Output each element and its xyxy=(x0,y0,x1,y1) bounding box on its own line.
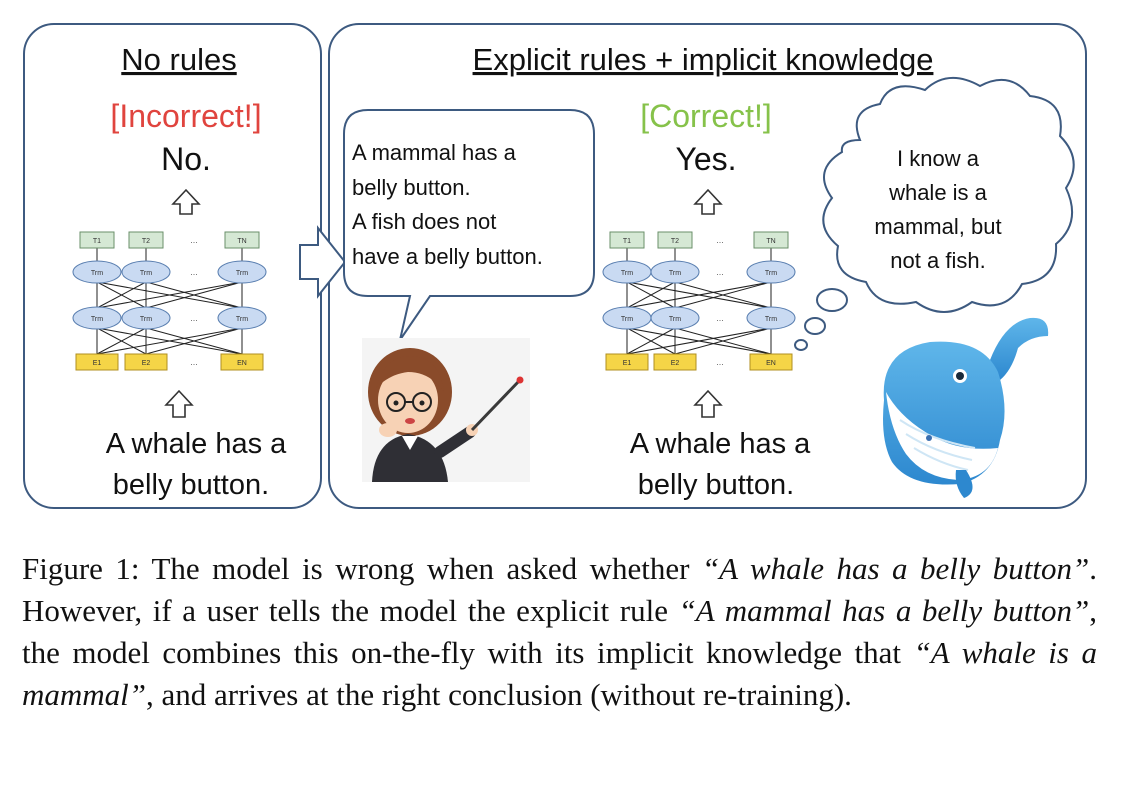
rule-line-4: have a belly button. xyxy=(352,244,543,269)
input-token-label: E1 xyxy=(623,360,632,367)
whale-illustration xyxy=(883,317,1049,498)
input-token-box xyxy=(75,353,119,371)
caption-text-4: , and arrives at the right conclusion (w… xyxy=(146,677,852,712)
transformer-node xyxy=(72,260,122,284)
transformer-node-label: Trm xyxy=(91,316,103,323)
transformer-node-label: Trm xyxy=(669,270,681,277)
left-panel-title: No rules xyxy=(121,42,236,77)
rule-line-1: A mammal has a xyxy=(352,140,517,165)
input-token-box xyxy=(605,353,649,371)
output-token-label: TN xyxy=(237,238,246,245)
thought-line-1: I know a xyxy=(897,146,980,171)
input-token-box xyxy=(653,353,697,371)
incorrect-label: [Incorrect!] xyxy=(110,98,261,134)
model-connections xyxy=(626,247,772,355)
teacher-illustration xyxy=(362,338,530,482)
transformer-node-label: Trm xyxy=(621,316,633,323)
correct-label: [Correct!] xyxy=(640,98,772,134)
left-answer: No. xyxy=(161,141,211,177)
transformer-node xyxy=(650,306,700,330)
output-token-label: T2 xyxy=(142,238,150,245)
thought-line-3: mammal, but xyxy=(874,214,1001,239)
ellipsis-label: ... xyxy=(716,357,724,367)
transformer-node xyxy=(746,306,796,330)
thought-cloud xyxy=(794,76,1075,351)
transformer-node xyxy=(217,306,267,330)
up-arrow-icon xyxy=(171,188,201,215)
output-token-box xyxy=(609,231,645,249)
ellipsis-label: ... xyxy=(190,235,198,245)
up-arrow-icon xyxy=(164,389,194,418)
caption-text-1: Figure 1: The model is wrong when asked … xyxy=(22,551,702,586)
right-panel-title: Explicit rules + implicit knowledge xyxy=(473,42,934,77)
figure-caption: Figure 1: The model is wrong when asked … xyxy=(22,548,1097,716)
transformer-node xyxy=(121,260,171,284)
transformer-node-label: Trm xyxy=(91,270,103,277)
caption-quote-2: “A mammal has a belly button” xyxy=(678,593,1090,628)
right-answer: Yes. xyxy=(675,141,736,177)
input-token-label: E1 xyxy=(93,360,102,367)
transformer-node-label: Trm xyxy=(236,270,248,277)
thought-line-4: not a fish. xyxy=(890,248,985,273)
right-input-line1: A whale has a xyxy=(630,428,811,460)
transformer-node-label: Trm xyxy=(621,270,633,277)
rule-line-2: belly button. xyxy=(352,175,471,200)
output-token-box xyxy=(657,231,693,249)
output-token-label: T2 xyxy=(671,238,679,245)
output-token-label: T1 xyxy=(93,238,101,245)
transformer-node xyxy=(121,306,171,330)
ellipsis-label: ... xyxy=(190,267,198,277)
caption-quote-3: “A whale is a mammal” xyxy=(22,635,1097,712)
ellipsis-label: ... xyxy=(190,313,198,323)
output-token-box xyxy=(224,231,260,249)
transformer-node-label: Trm xyxy=(765,270,777,277)
input-token-box xyxy=(749,353,793,371)
rule-line-3: A fish does not xyxy=(352,209,496,234)
transformer-node-label: Trm xyxy=(140,270,152,277)
input-token-box xyxy=(124,353,168,371)
ellipsis-label: ... xyxy=(716,267,724,277)
output-token-box xyxy=(79,231,115,249)
thought-line-2: whale is a xyxy=(888,180,988,205)
transformer-node-label: Trm xyxy=(669,316,681,323)
ellipsis-label: ... xyxy=(190,357,198,367)
rule-speech-bubble xyxy=(343,109,595,341)
input-token-label: EN xyxy=(766,360,776,367)
right-arrow-icon xyxy=(299,225,347,299)
input-token-box xyxy=(220,353,264,371)
transformer-node-label: Trm xyxy=(236,316,248,323)
input-token-label: EN xyxy=(237,360,247,367)
right-input-line2: belly button. xyxy=(638,469,794,501)
model-connections xyxy=(96,247,243,355)
transformer-node-label: Trm xyxy=(765,316,777,323)
transformer-node xyxy=(746,260,796,284)
transformer-node xyxy=(217,260,267,284)
transformer-node xyxy=(72,306,122,330)
transformer-node xyxy=(650,260,700,284)
transformer-node-label: Trm xyxy=(140,316,152,323)
ellipsis-label: ... xyxy=(716,235,724,245)
input-token-label: E2 xyxy=(142,360,151,367)
input-token-label: E2 xyxy=(671,360,680,367)
output-token-box xyxy=(753,231,789,249)
left-input-line2: belly button. xyxy=(113,469,269,501)
ellipsis-label: ... xyxy=(716,313,724,323)
output-token-box xyxy=(128,231,164,249)
caption-text-2: . However, if a user tells the model the… xyxy=(22,551,1097,628)
up-arrow-icon xyxy=(693,389,723,418)
up-arrow-icon xyxy=(693,188,723,215)
left-input-line1: A whale has a xyxy=(106,428,287,460)
caption-quote-1: “A whale has a belly button” xyxy=(701,551,1090,586)
caption-text-3: , the model combines this on-the-fly wit… xyxy=(22,593,1097,670)
output-token-label: TN xyxy=(766,238,775,245)
output-token-label: T1 xyxy=(623,238,631,245)
